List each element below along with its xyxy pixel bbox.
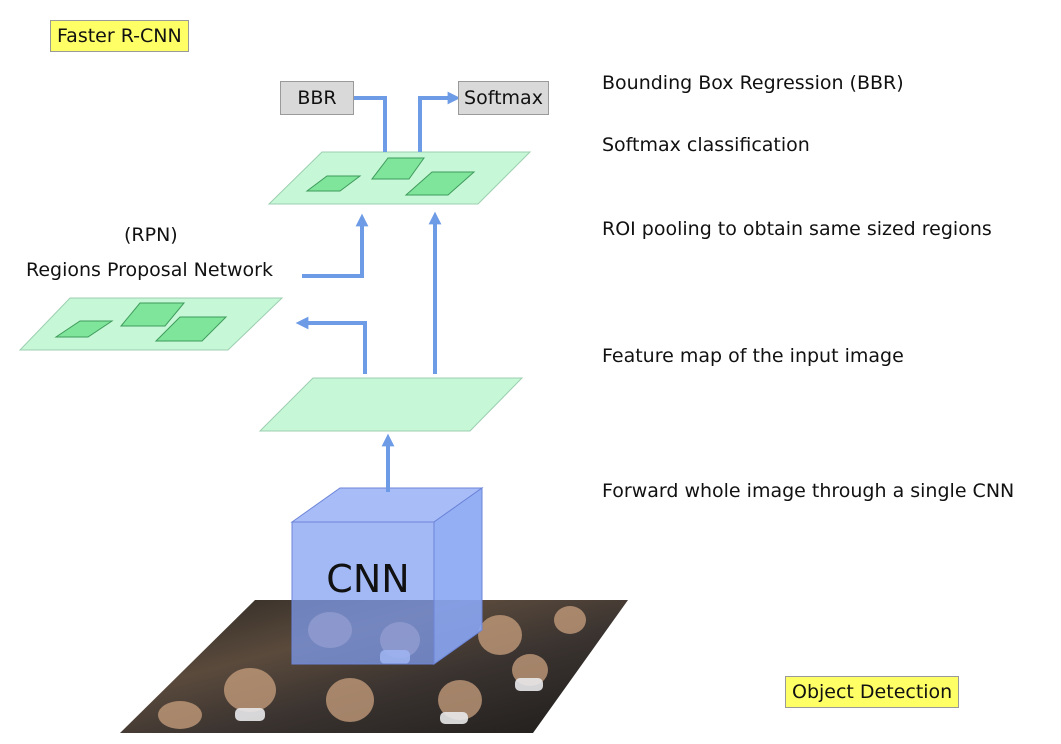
rpn-abbr-label: (RPN) xyxy=(124,224,178,246)
step-roi-pooling: ROI pooling to obtain same sized regions xyxy=(602,218,992,240)
arrow-feature-map-to-rpn xyxy=(295,316,367,374)
cnn-label: CNN xyxy=(326,557,409,601)
softmax-output-box: Softmax xyxy=(458,81,549,115)
object-detection-tag: Object Detection xyxy=(785,676,960,708)
step-feature-map: Feature map of the input image xyxy=(602,345,904,367)
roi-region-1 xyxy=(305,175,362,192)
title-tag: Faster R-CNN xyxy=(50,20,189,52)
rpn-plane xyxy=(18,297,284,351)
roi-region-2 xyxy=(370,157,425,180)
arrow-roi-to-bbr xyxy=(339,91,387,152)
step-forward-cnn: Forward whole image through a single CNN xyxy=(602,480,1015,502)
roi-region-3 xyxy=(404,171,476,196)
bbr-output-box: BBR xyxy=(280,81,354,115)
cnn-block: CNN xyxy=(290,487,484,665)
feature-map-plane xyxy=(258,377,524,432)
roi-pooling-plane xyxy=(267,151,532,205)
rpn-region-1 xyxy=(54,320,114,338)
arrow-roi-to-softmax xyxy=(418,91,461,152)
rpn-name-label: Regions Proposal Network xyxy=(26,259,273,281)
rpn-region-3 xyxy=(154,316,228,342)
rpn-region-2 xyxy=(119,302,186,327)
step-softmax: Softmax classification xyxy=(602,134,810,156)
arrow-rpn-to-roi xyxy=(302,213,369,278)
step-bbr: Bounding Box Regression (BBR) xyxy=(602,72,904,94)
